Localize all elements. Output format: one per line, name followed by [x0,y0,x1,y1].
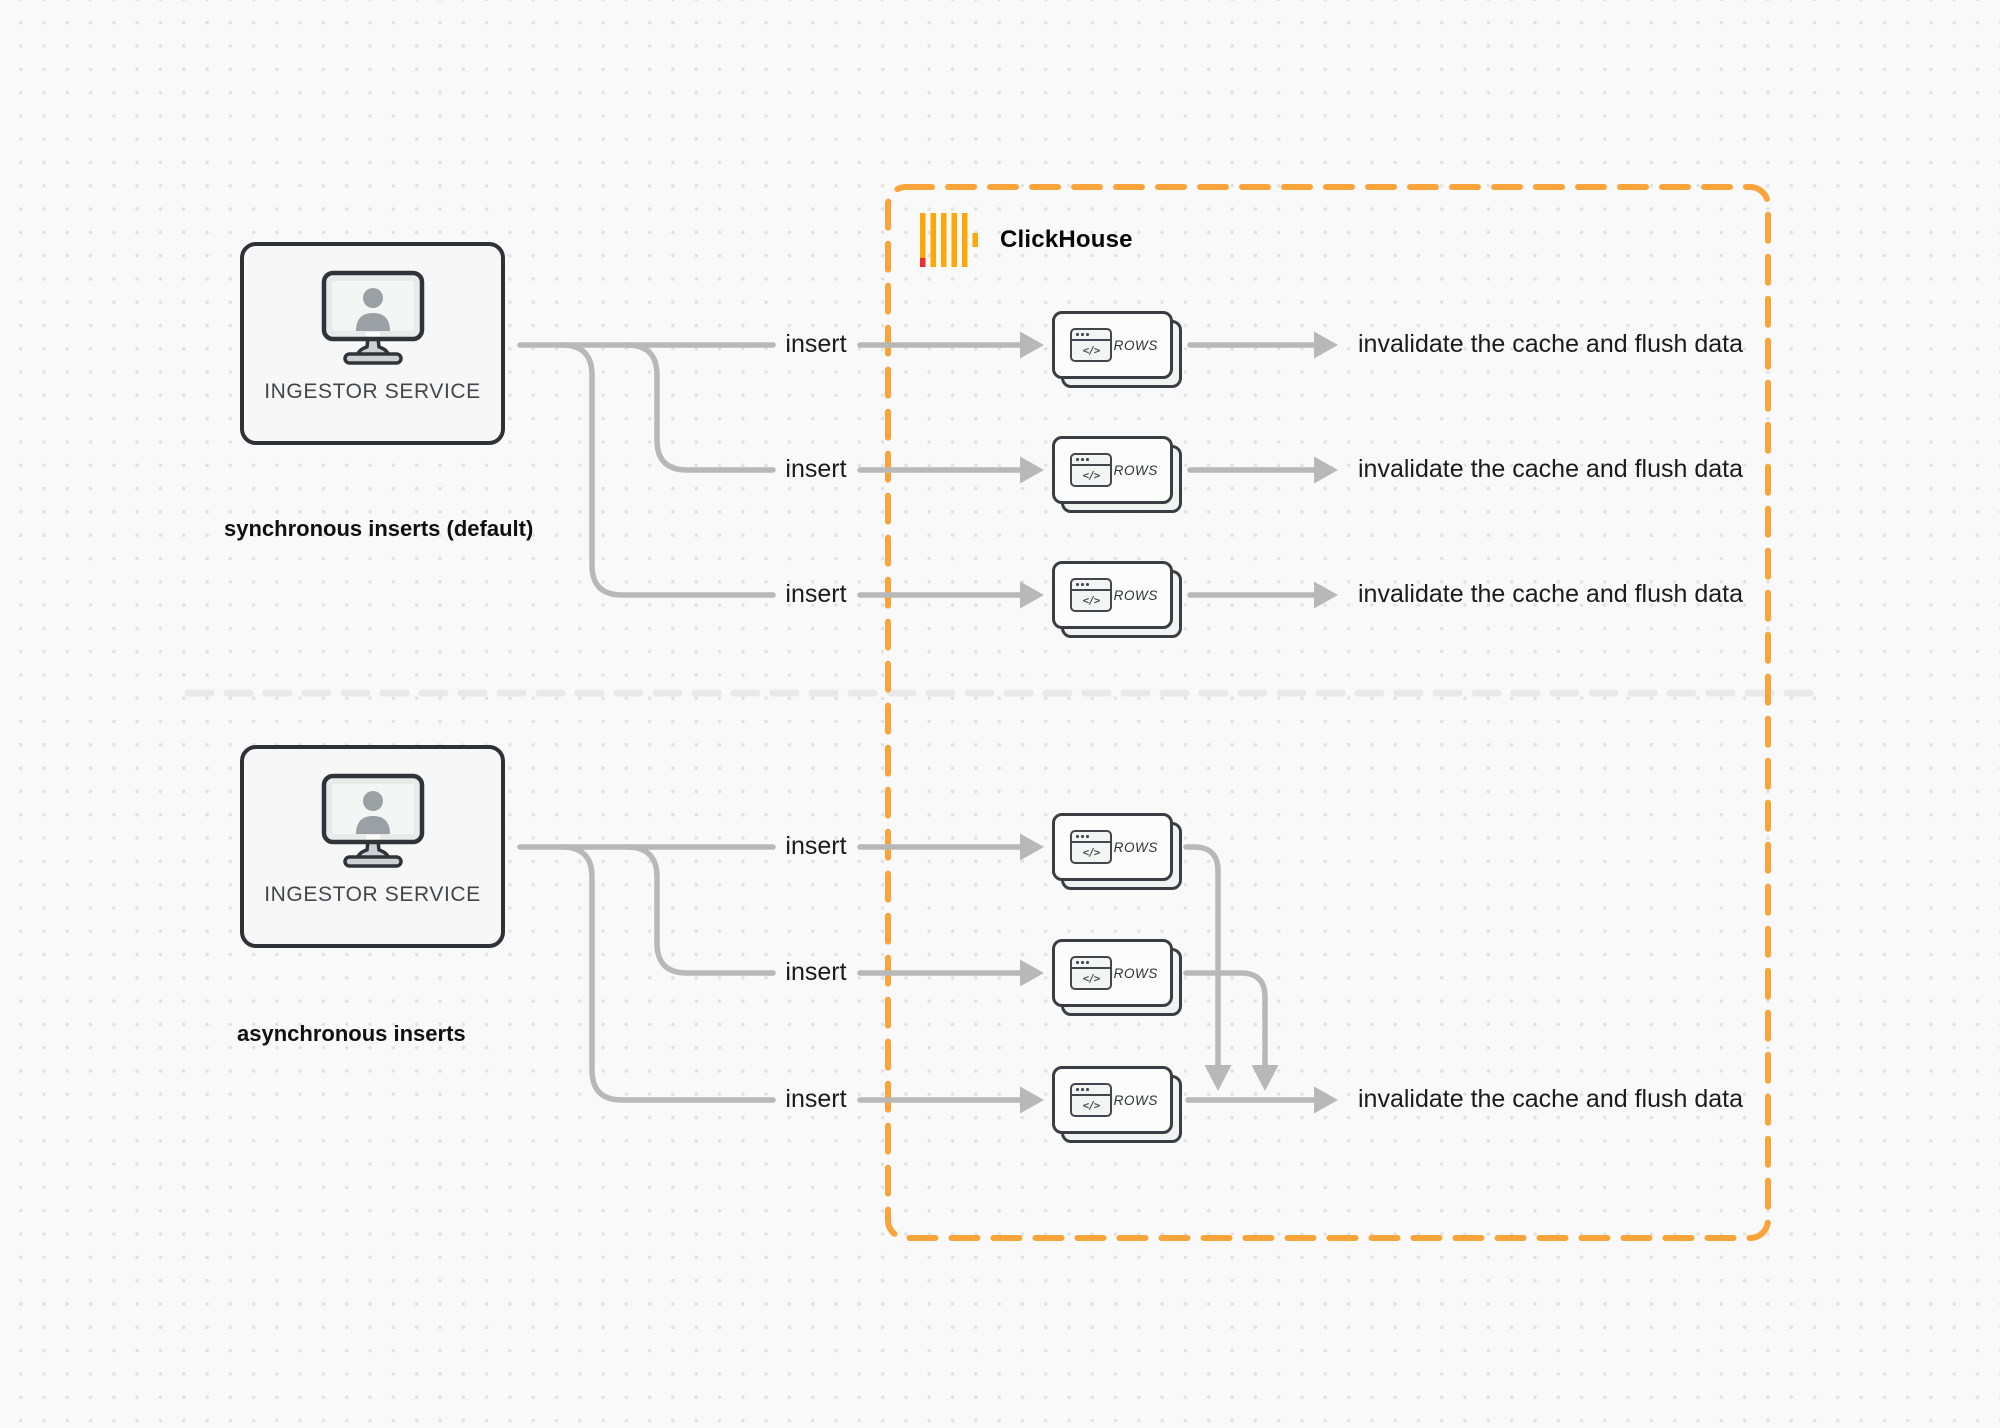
insert-label: insert [785,455,847,483]
rows-card: </> ROWS [1052,561,1182,638]
rows-card: </> ROWS [1052,311,1182,388]
outcome-label: invalidate the cache and flush data [1358,330,1743,358]
clickhouse-logo: ClickHouse [920,213,1133,267]
rows-card-front: </> ROWS [1052,436,1173,504]
insert-label: insert [785,1085,847,1113]
caption-asynchronous: asynchronous inserts [237,1021,466,1046]
sync-row3-branch [559,342,776,598]
sync-row2-branch [624,342,776,473]
monitor-user-icon [321,270,424,365]
rows-card: </> ROWS [1052,1066,1182,1143]
rows-card: </> ROWS [1052,939,1182,1016]
clickhouse-boundary [885,184,1771,1241]
caption-synchronous: synchronous inserts (default) [224,516,534,541]
service-label: INGESTOR SERVICE [264,380,481,403]
outcome-label: invalidate the cache and flush data [1358,1085,1743,1113]
insert-label: insert [785,580,847,608]
rows-card: </> ROWS [1052,436,1182,513]
ingestor-service-box-async: INGESTOR SERVICE [240,745,505,948]
rows-label: ROWS [1113,965,1158,981]
code-window-icon: </> [1070,956,1112,990]
async-row2-branch [624,844,776,976]
async-merge-arrow-2 [1183,970,1268,1069]
code-window-icon: </> [1070,328,1112,362]
rows-label: ROWS [1113,337,1158,353]
ingestor-service-box-sync: INGESTOR SERVICE [240,242,505,445]
rows-card-front: </> ROWS [1052,939,1173,1007]
clickhouse-label: ClickHouse [1000,226,1133,253]
async-row3-branch [559,844,776,1103]
outcome-label: invalidate the cache and flush data [1358,455,1743,483]
insert-label: insert [785,330,847,358]
rows-card-front: </> ROWS [1052,561,1173,629]
clickhouse-logo-icon [920,213,978,267]
rows-label: ROWS [1113,462,1158,478]
rows-card: </> ROWS [1052,813,1182,890]
outcome-label: invalidate the cache and flush data [1358,580,1743,608]
code-window-icon: </> [1070,830,1112,864]
async-merge-arrow-1 [1183,844,1221,1069]
service-label: INGESTOR SERVICE [264,883,481,906]
rows-card-front: </> ROWS [1052,1066,1173,1134]
insert-label: insert [785,832,847,860]
rows-label: ROWS [1113,839,1158,855]
insert-label: insert [785,958,847,986]
code-window-icon: </> [1070,578,1112,612]
code-window-icon: </> [1070,1083,1112,1117]
rows-label: ROWS [1113,587,1158,603]
monitor-user-icon [321,773,424,868]
rows-card-front: </> ROWS [1052,311,1173,379]
rows-card-front: </> ROWS [1052,813,1173,881]
rows-label: ROWS [1113,1092,1158,1108]
code-window-icon: </> [1070,453,1112,487]
